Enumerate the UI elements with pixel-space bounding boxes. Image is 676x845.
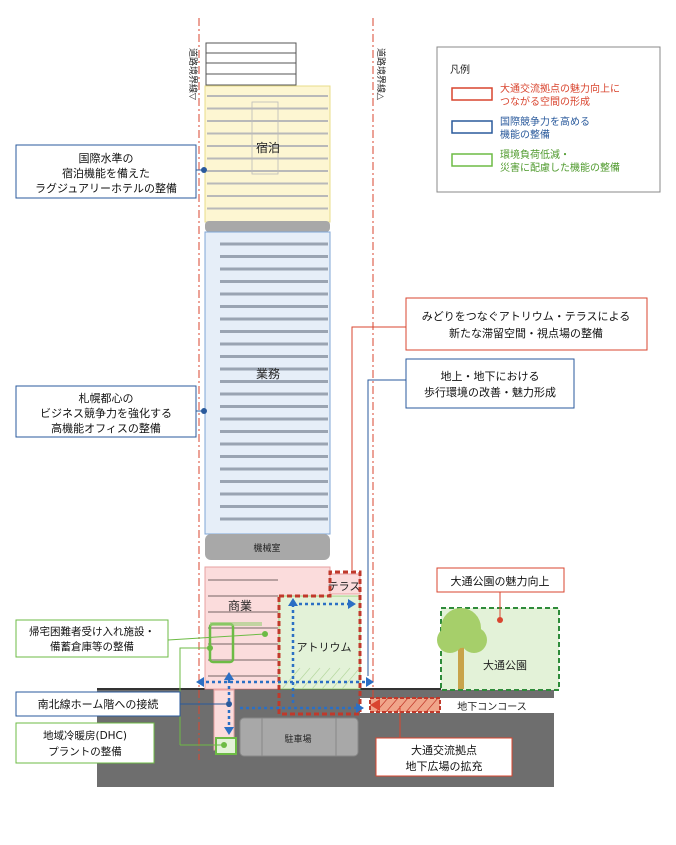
callout-subway: 南北線ホーム階への接続 bbox=[15, 691, 181, 717]
terrace-label: テラス bbox=[328, 580, 361, 593]
plaza-arrow bbox=[370, 699, 380, 711]
commercial-label: 商業 bbox=[228, 598, 252, 613]
atrium-label: アトリウム bbox=[297, 641, 352, 654]
concourse-label: 地下コンコース bbox=[457, 700, 527, 713]
atrium-hatch bbox=[281, 667, 359, 690]
legend-title: 凡例 bbox=[450, 63, 470, 76]
legend-item-blue: 国際競争力を高める bbox=[500, 115, 590, 128]
svg-text:南北線ホーム階への接続: 南北線ホーム階への接続 bbox=[38, 697, 159, 711]
tower-crown bbox=[205, 42, 297, 86]
legend-item-green: 環境負荷低減・ bbox=[500, 148, 570, 161]
office-label: 業務 bbox=[256, 367, 280, 381]
svg-text:みどりをつなぐアトリウム・テラスによる: みどりをつなぐアトリウム・テラスによる bbox=[422, 310, 630, 323]
svg-text:地域冷暖房(DHC): 地域冷暖房(DHC) bbox=[43, 729, 127, 742]
callout-hotel: 国際水準の 宿泊機能を備えた ラグジュアリーホテルの整備 bbox=[15, 144, 197, 199]
legend-swatch-green bbox=[451, 153, 493, 167]
svg-text:高機能オフィスの整備: 高機能オフィスの整備 bbox=[51, 421, 161, 435]
legend-swatch-blue bbox=[451, 120, 493, 134]
legend-item-red: つながる空間の形成 bbox=[500, 95, 590, 108]
legend: 凡例 大通交流拠点の魅力向上に つながる空間の形成 国際競争力を高める 機能の整… bbox=[436, 46, 661, 193]
svg-text:備蓄倉庫等の整備: 備蓄倉庫等の整備 bbox=[50, 640, 134, 653]
machine-room-label: 機械室 bbox=[253, 542, 280, 554]
svg-text:地下広場の拡充: 地下広場の拡充 bbox=[406, 759, 483, 773]
legend-item-blue: 機能の整備 bbox=[500, 128, 550, 141]
parking-zone bbox=[240, 718, 358, 756]
callout-dhc: 地域冷暖房(DHC) プラントの整備 bbox=[15, 722, 155, 764]
svg-text:ラグジュアリーホテルの整備: ラグジュアリーホテルの整備 bbox=[35, 181, 177, 195]
callout-atrium: みどりをつなぐアトリウム・テラスによる 新たな滞留空間・視点場の整備 bbox=[405, 297, 648, 351]
hotel-floor-lines bbox=[207, 95, 328, 210]
svg-text:地上・地下における: 地上・地下における bbox=[441, 370, 540, 383]
commercial-floor-lines bbox=[208, 579, 278, 677]
hotel-core bbox=[251, 101, 279, 175]
callout-walk: 地上・地下における 歩行環境の改善・魅力形成 bbox=[405, 358, 575, 409]
parking-inner bbox=[239, 717, 359, 757]
svg-text:国際水準の: 国際水準の bbox=[79, 151, 134, 165]
svg-text:ビジネス競争力を強化する: ビジネス競争力を強化する bbox=[40, 406, 172, 420]
svg-text:札幌都心の: 札幌都心の bbox=[79, 391, 134, 405]
legend-item-green: 災害に配慮した機能の整備 bbox=[500, 161, 620, 174]
leader-dots bbox=[201, 167, 503, 748]
left-boundary-label: 道路境界線▽ bbox=[187, 48, 199, 100]
park-label: 大通公園 bbox=[483, 658, 527, 672]
right-boundary-label: 道路境界線△ bbox=[375, 48, 387, 100]
svg-text:歩行環境の改善・魅力形成: 歩行環境の改善・魅力形成 bbox=[424, 385, 556, 399]
tree-icon bbox=[437, 608, 487, 689]
svg-text:新たな滞留空間・視点場の整備: 新たな滞留空間・視点場の整備 bbox=[449, 326, 603, 340]
transfer-band-upper bbox=[205, 221, 330, 232]
svg-text:プラントの整備: プラントの整備 bbox=[48, 745, 122, 758]
machine-room bbox=[205, 534, 330, 560]
parking-label: 駐車場 bbox=[284, 733, 311, 745]
svg-text:宿泊機能を備えた: 宿泊機能を備えた bbox=[62, 166, 150, 180]
svg-text:大通交流拠点: 大通交流拠点 bbox=[411, 743, 477, 757]
callout-plaza: 大通交流拠点 地下広場の拡充 bbox=[375, 737, 513, 777]
svg-text:大通公園の魅力向上: 大通公園の魅力向上 bbox=[451, 574, 550, 588]
shelter-zone-small bbox=[210, 622, 262, 626]
plaza-expansion bbox=[369, 697, 441, 713]
flow-arrowheads bbox=[196, 598, 374, 735]
callout-office: 札幌都心の ビジネス競争力を強化する 高機能オフィスの整備 bbox=[15, 385, 197, 438]
atrium-red-outline bbox=[277, 570, 362, 716]
legend-swatch-red bbox=[451, 87, 493, 101]
callout-shelter: 帰宅困難者受け入れ施設・ 備蓄倉庫等の整備 bbox=[15, 619, 169, 658]
legend-item-red: 大通交流拠点の魅力向上に bbox=[500, 82, 620, 95]
office-floor-lines bbox=[220, 242, 328, 521]
svg-text:帰宅困難者受け入れ施設・: 帰宅困難者受け入れ施設・ bbox=[29, 625, 155, 638]
callout-park: 大通公園の魅力向上 bbox=[436, 567, 565, 593]
hotel-label: 宿泊 bbox=[256, 140, 280, 155]
